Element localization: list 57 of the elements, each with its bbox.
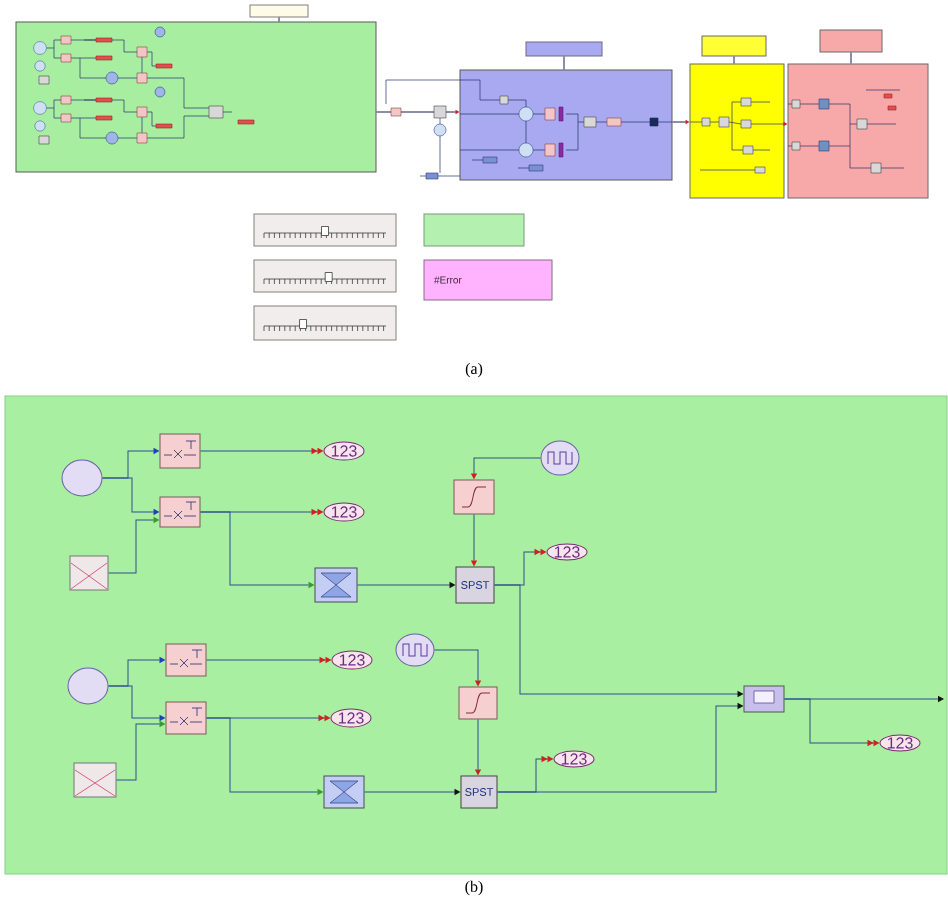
diagram-panel <box>4 395 948 875</box>
panel-label: (b) <box>465 880 483 896</box>
pulse-source-circle <box>540 440 580 476</box>
leader-line <box>733 56 735 64</box>
arrow <box>200 448 323 454</box>
filter-block <box>458 686 498 720</box>
readout-oval: 123 <box>323 441 365 461</box>
arrow <box>108 685 165 721</box>
region-box <box>689 63 785 199</box>
region-box <box>15 21 377 173</box>
arrow <box>200 511 314 588</box>
arrow <box>108 517 159 574</box>
sampler-block <box>159 496 201 528</box>
noise-block <box>69 555 109 591</box>
slider-panel <box>253 305 397 341</box>
readout-oval: 123 <box>323 502 365 522</box>
arrow <box>376 110 459 114</box>
arrow <box>497 703 743 793</box>
readout-oval: 123 <box>879 734 921 752</box>
sampler-block <box>165 701 207 735</box>
arrow <box>116 721 165 781</box>
pulse-source-circle <box>395 633 435 667</box>
arrow <box>357 582 455 588</box>
filter-block <box>453 479 495 515</box>
slider-panel <box>253 259 397 293</box>
arrow <box>475 719 481 775</box>
readout-oval: 123 <box>331 650 373 670</box>
panel-label: (a) <box>465 362 483 378</box>
arrow <box>471 457 541 479</box>
noise-block <box>73 762 117 798</box>
note-tag <box>819 29 883 53</box>
source-circle <box>61 459 103 497</box>
note-box <box>423 213 525 247</box>
note-tag <box>701 35 767 57</box>
arrow <box>206 717 323 795</box>
arrow <box>364 789 460 795</box>
arrow <box>783 122 787 126</box>
readout-oval: 123 <box>553 750 595 768</box>
arrow <box>102 477 159 515</box>
note-tag <box>249 4 309 18</box>
leader-line <box>850 52 852 64</box>
arrow <box>494 584 743 697</box>
readout-oval: 123 <box>546 543 588 561</box>
sampler-block <box>165 643 207 677</box>
arrow <box>672 120 689 124</box>
source-circle <box>67 667 109 705</box>
readout-oval: 123 <box>330 708 372 728</box>
arrow <box>434 649 481 686</box>
arrow <box>471 514 477 566</box>
leader-line <box>278 17 280 22</box>
leader-line <box>563 56 565 70</box>
region-box <box>787 63 929 199</box>
arrow <box>206 657 331 663</box>
slider-panel <box>253 213 397 247</box>
arrow <box>784 696 944 702</box>
sampler-block <box>159 433 201 469</box>
note-tag <box>525 41 603 57</box>
